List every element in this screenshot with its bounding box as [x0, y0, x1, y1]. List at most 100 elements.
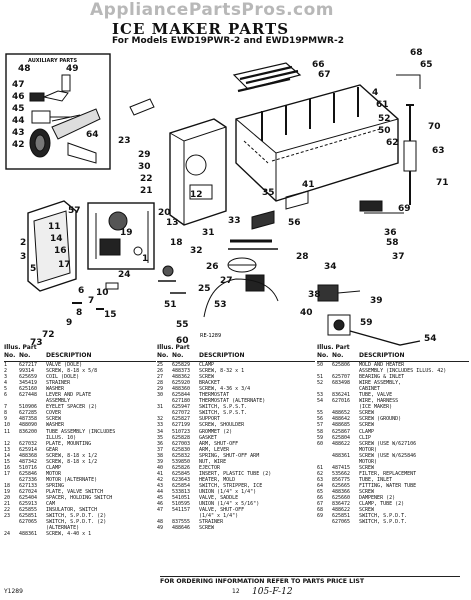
part-description: SWITCH, S.P.D.T. [359, 513, 408, 520]
header-part: No. [332, 352, 344, 359]
header-part: No. [172, 352, 184, 359]
illus-number: 5 [4, 386, 8, 393]
illus-number: 41 [157, 470, 164, 477]
part-number: 625913 [19, 501, 38, 508]
illus-number: 28 [157, 380, 164, 387]
illus-number: 14 [4, 452, 11, 459]
callout-51: 51 [164, 300, 177, 310]
illus-number: 37 [157, 446, 164, 453]
callout-61: 61 [376, 100, 389, 110]
part-description: SWITCH, S.P.S.T. [199, 410, 248, 417]
illus-number: 49 [157, 525, 164, 532]
callout-17: 17 [58, 260, 71, 270]
callout-34: 34 [324, 262, 337, 272]
callout-24: 24 [118, 270, 131, 280]
callout-8: 8 [76, 308, 82, 318]
illus-number: 56 [317, 416, 324, 423]
illus-number: 9 [4, 416, 8, 423]
part-description: EJECTOR [199, 464, 221, 471]
part-number: 625827 [172, 416, 191, 423]
illus-number: 7 [4, 404, 8, 411]
part-description: SCREW, 4-36 x 3/4 [199, 386, 251, 393]
illus-number: 51 [317, 374, 324, 381]
callout-52: 52 [378, 114, 391, 124]
part-number: 541157 [172, 507, 191, 514]
callout-16: 16 [54, 246, 67, 256]
table-row: 21 625913 CAM [4, 501, 156, 507]
illus-number: 25 [157, 362, 164, 368]
part-description: SCREW, 4-40 x 1 [46, 531, 92, 538]
part-description: CABINET [359, 386, 381, 393]
page-subtitle: For Models EWD19PWR-2 and EWD19PMWR-2 [112, 36, 344, 46]
callout-27: 27 [220, 276, 233, 286]
part-number: 627065 [332, 519, 351, 526]
callout-73: 73 [30, 338, 43, 347]
part-description: SCREW, 8-18 x 1/2 [46, 458, 98, 465]
callout-15: 15 [104, 310, 117, 320]
part-number: 488373 [172, 368, 191, 375]
illus-number: 40 [157, 464, 164, 471]
callout-71: 71 [436, 178, 449, 188]
part-description: SCREW [359, 410, 375, 417]
exploded-parts-diagram: AUXILIARY PARTS [5, 48, 449, 347]
part-description: MOTOR [46, 470, 62, 477]
part-description: SCREW (GROUND) [359, 416, 402, 423]
column-header-illus: Illus. Part [157, 344, 190, 351]
part-description: CAM [46, 501, 56, 508]
callout-63: 63 [432, 146, 445, 156]
part-number: 488362 [172, 374, 191, 381]
footer-divider [160, 576, 460, 577]
part-description: STRAINER [46, 380, 71, 387]
illus-number: 35 [157, 434, 164, 441]
illus-number: 58 [317, 428, 324, 435]
table-row: (ICE MAKER) [317, 404, 469, 410]
illus-number: 50 [317, 362, 324, 368]
part-description: GROMMET (2) [199, 428, 233, 435]
callout-5: 5 [30, 264, 36, 274]
illus-number: 13 [4, 446, 11, 453]
illus-number: 34 [157, 428, 164, 435]
part-description: CLAMP [199, 362, 215, 368]
callout-69: 69 [398, 204, 411, 214]
part-number: 627003 [172, 440, 191, 447]
part-description: SWITCH, S.P.D.T. (2) [46, 513, 107, 520]
part-number: 627024 [19, 488, 38, 495]
part-description: SCREW (USE W/625846 [359, 452, 417, 459]
illus-number: 21 [4, 501, 11, 508]
part-description: COVER [46, 410, 62, 417]
callout-45: 45 [12, 104, 25, 114]
illus-number: 8 [4, 410, 8, 417]
part-description: THERMOSTAT (ALTERNATE) [199, 398, 266, 405]
callout-67: 67 [318, 70, 331, 80]
part-description: SCREW, SHOULDER [199, 422, 245, 429]
part-number: 625826 [172, 464, 191, 471]
illus-number: 2 [4, 368, 8, 375]
illus-number: 59 [317, 434, 324, 441]
part-number: 99314 [19, 368, 35, 375]
callout-37: 37 [392, 252, 405, 262]
part-number: 488622 [332, 440, 351, 447]
part-description: ARM, SHUT-OFF [199, 440, 239, 447]
part-description: WIRE ASSEMBLY, [359, 380, 402, 387]
part-description: PLATE, MOUNTING [46, 440, 92, 447]
part-description: ARM, LEVER [199, 446, 230, 453]
part-description: SCREW, 8-18 x 1/2 [46, 452, 98, 459]
part-number: 625160 [19, 386, 38, 393]
